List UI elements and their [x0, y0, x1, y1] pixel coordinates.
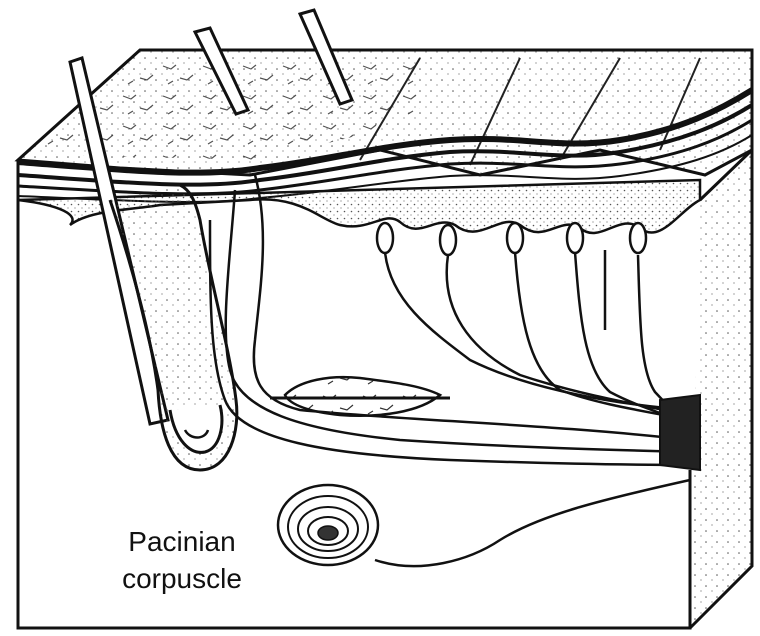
- pacinian-corpuscle: [278, 480, 690, 566]
- nerve-bundle: [660, 395, 700, 470]
- epidermis-surface: [18, 50, 752, 175]
- pacinian-label-line2: corpuscle: [82, 561, 282, 597]
- pacinian-label-line1: Pacinian: [82, 524, 282, 560]
